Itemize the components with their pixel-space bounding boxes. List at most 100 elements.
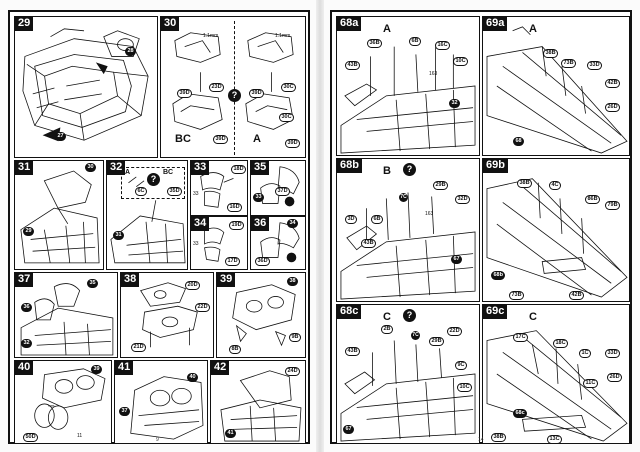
canopy-parts-drawing: [172, 32, 294, 130]
part-label: 39D: [285, 139, 301, 148]
step-number: 42: [211, 361, 230, 375]
part-label: 86B: [585, 195, 601, 204]
part-label: 16D: [227, 203, 243, 212]
part-label: 11: [77, 433, 83, 439]
intake-assembly-drawing: [232, 284, 296, 347]
part-label: 3D: [345, 215, 358, 224]
left-page: 29 28 27: [8, 10, 310, 444]
part-label: 79B: [605, 201, 621, 210]
step-38-panel: 38 20D 22D 21D: [120, 272, 214, 358]
part-label: 19D: [229, 221, 245, 230]
part-label: 38B: [491, 433, 507, 442]
seat-2-drawing: [204, 227, 225, 262]
step-number: 32: [107, 161, 126, 175]
step-31-panel: 31 30 29: [14, 160, 104, 270]
step-30-panel: 30 1.1mm 1.1mm 39D 23D 39D: [160, 16, 306, 158]
intake-parts-drawing: [140, 282, 198, 348]
part-label: 7C: [399, 193, 408, 202]
part-label: 18D: [231, 165, 247, 174]
step-number: 40: [15, 361, 34, 375]
part-label: 18C: [553, 339, 569, 348]
step-number: 29: [15, 17, 34, 31]
part-label: 36D: [255, 257, 271, 266]
dimension-label: 1.1mm: [275, 33, 291, 39]
step-number: 33: [191, 161, 210, 175]
part-label: 32D: [455, 195, 471, 204]
part-label: 6B: [409, 37, 422, 46]
part-label: 40: [187, 373, 199, 382]
part-label: 29B: [433, 181, 449, 190]
step-number: 36: [251, 217, 270, 231]
part-label: 8B: [229, 345, 242, 354]
step-number: 68b: [337, 159, 362, 173]
step-39-panel: 39 38 8B 9B: [216, 272, 306, 358]
fuselage-front-drawing: [22, 28, 149, 142]
page-number: 14: [478, 437, 484, 443]
step-number: 30: [161, 17, 180, 31]
part-label: 43B: [361, 239, 377, 248]
part-label: 41: [225, 429, 237, 438]
part-label: 1C: [579, 349, 592, 358]
part-label: 21D: [131, 343, 147, 352]
part-label: 73B: [561, 59, 577, 68]
variant-separator: [234, 21, 235, 155]
step-number: 69a: [483, 17, 508, 31]
part-label: 26D: [607, 373, 623, 382]
step-37-panel: 37 35 36 32: [14, 272, 118, 358]
question-icon: ?: [228, 89, 241, 102]
part-label: 35: [87, 279, 99, 288]
part-label: 34: [287, 219, 299, 228]
part-label: 9B: [289, 333, 302, 342]
part-label: 28: [125, 47, 137, 56]
part-label: 35D: [167, 187, 183, 196]
step-33-panel: 33 18D 33 16D: [190, 160, 248, 216]
step-number: 31: [15, 161, 34, 175]
part-label: 23D: [209, 83, 225, 92]
variant-label: A: [125, 169, 131, 176]
part-label: 20D: [185, 281, 201, 290]
variant-label: A: [383, 23, 391, 35]
part-label: 33: [193, 241, 199, 247]
cockpit-seats-drawing: [20, 283, 114, 356]
variant-callout-box: [121, 167, 185, 199]
step-number: 39: [217, 273, 236, 287]
part-label: 11C: [583, 379, 598, 388]
step-42-panel: 42 24D 41: [210, 360, 306, 444]
step-32-panel: 32 A BC ? 6C 35D 31: [106, 160, 188, 270]
wing-top-drawing-a: [340, 46, 476, 154]
part-label: 22D: [447, 327, 463, 336]
part-label: 163: [429, 71, 438, 77]
part-label: 68: [513, 137, 525, 146]
question-icon: ?: [403, 163, 416, 176]
intake-install-drawing: [130, 376, 204, 440]
part-label: 39D: [249, 89, 265, 98]
part-label: 17D: [225, 257, 241, 266]
step-68a-panel: 68a A 36B 43B 6B 16C 10C 163 32: [336, 16, 480, 156]
part-label: 26D: [605, 103, 621, 112]
step-29-panel: 29 28 27: [14, 16, 158, 158]
wing-top-drawing-b: [340, 192, 476, 300]
part-label: 10C: [453, 57, 469, 66]
part-label: 10C: [457, 383, 473, 392]
step-68b-panel: 68b B ? 7C 29B 32D 3D 6B 43B 163 67: [336, 158, 480, 302]
part-label: 32: [449, 99, 461, 108]
part-label: 73B: [509, 291, 525, 300]
step-number: 38: [121, 273, 140, 287]
part-label: 36: [21, 303, 33, 312]
part-label: 33D: [587, 61, 603, 70]
part-label: 16C: [435, 41, 451, 50]
part-label: 6C: [135, 187, 148, 196]
part-label: 37D: [275, 187, 291, 196]
part-label: 37: [119, 407, 131, 416]
variant-label: A: [253, 133, 261, 145]
intake-fan-drawing: [34, 368, 106, 430]
part-label: 4C: [549, 181, 562, 190]
part-label: 39D: [177, 89, 193, 98]
dimension-label: 1.1mm: [203, 33, 219, 39]
wing-underside-drawing-a: [486, 26, 628, 154]
part-label: 42B: [569, 291, 585, 300]
step-number: 34: [191, 217, 210, 231]
part-label: 7C: [411, 331, 420, 340]
step-41-panel: 41 40 37: [114, 360, 208, 444]
